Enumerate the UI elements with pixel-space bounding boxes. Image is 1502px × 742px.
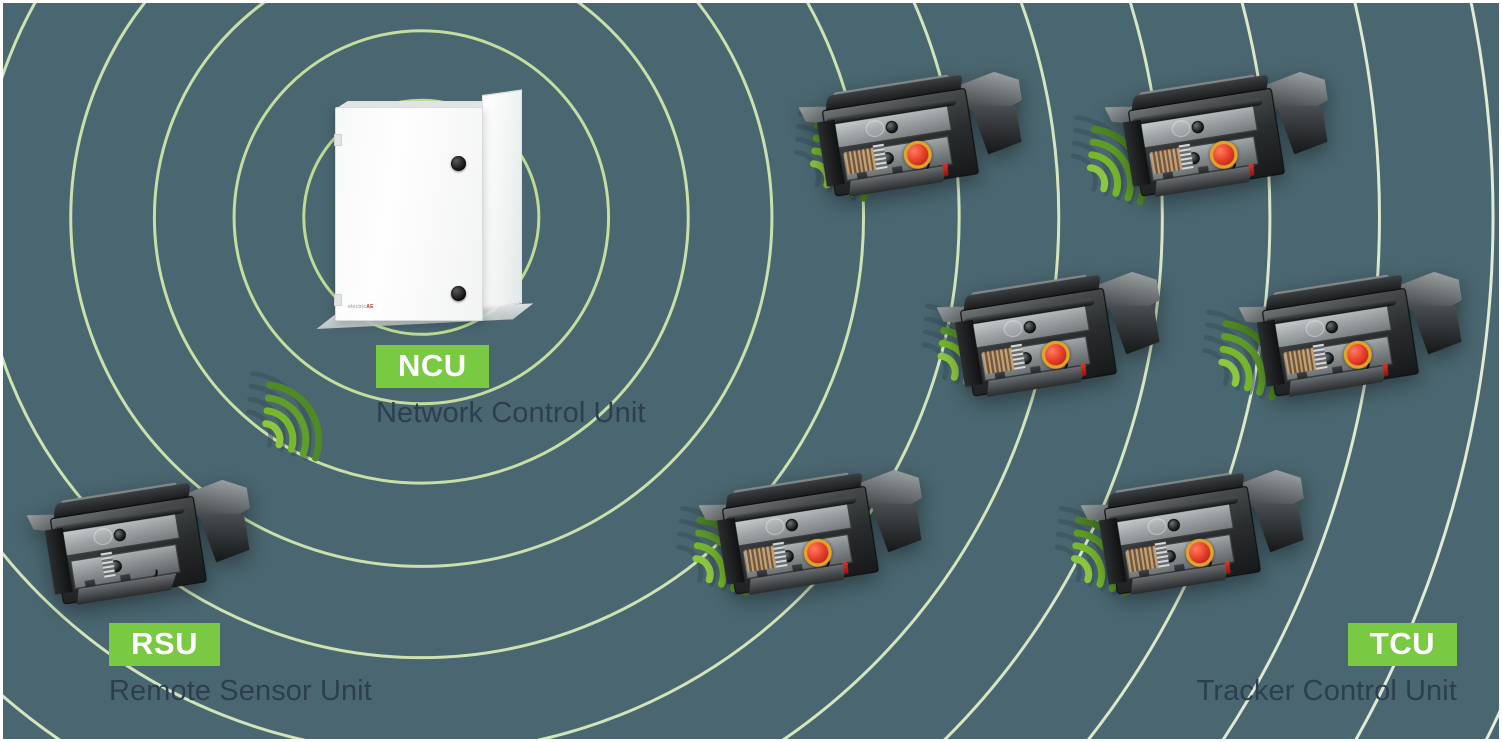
terminal-coil xyxy=(982,347,1015,375)
cabinet-hinge-bottom xyxy=(334,294,342,306)
mount-arm-right-lower xyxy=(1277,98,1329,156)
tcu-caption: Tracker Control Unit xyxy=(1196,675,1457,707)
cabinet-side-panel xyxy=(482,89,522,310)
cabinet-brand-logo: electricAE xyxy=(348,304,374,310)
terminal-coil xyxy=(1150,147,1183,175)
terminal-coil xyxy=(1284,347,1317,375)
cabinet-door: electricAE xyxy=(334,107,483,321)
mount-arm-right-lower xyxy=(871,496,923,554)
cabinet-lock-icon[interactable] xyxy=(451,286,466,301)
ncu-device[interactable]: electricAE xyxy=(316,89,534,333)
terminal-coil xyxy=(844,147,877,175)
tcu-badge[interactable]: TCU xyxy=(1347,623,1457,666)
rsu-caption: Remote Sensor Unit xyxy=(109,675,372,707)
mount-arm-right-lower xyxy=(199,506,251,564)
terminal-coil xyxy=(1126,545,1159,573)
cabinet-lock-icon[interactable] xyxy=(451,156,466,171)
tcu-label-group: TCU Tracker Control Unit xyxy=(1197,623,1457,708)
concentric-ring-background xyxy=(3,3,1499,739)
terminal-coil xyxy=(744,545,777,573)
mount-arm-right-lower xyxy=(1253,496,1305,554)
cabinet-hinge-top xyxy=(334,134,342,146)
mount-arm-right-lower xyxy=(971,98,1023,156)
ncu-badge[interactable]: NCU xyxy=(376,345,489,388)
mount-arm-right-lower xyxy=(1411,298,1463,356)
rsu-label-group: RSU Remote Sensor Unit xyxy=(109,623,372,708)
ncu-label-group: NCU Network Control Unit xyxy=(376,345,646,430)
rsu-badge[interactable]: RSU xyxy=(109,623,220,666)
mount-arm-right-lower xyxy=(1109,298,1161,356)
ncu-caption: Network Control Unit xyxy=(376,397,646,429)
